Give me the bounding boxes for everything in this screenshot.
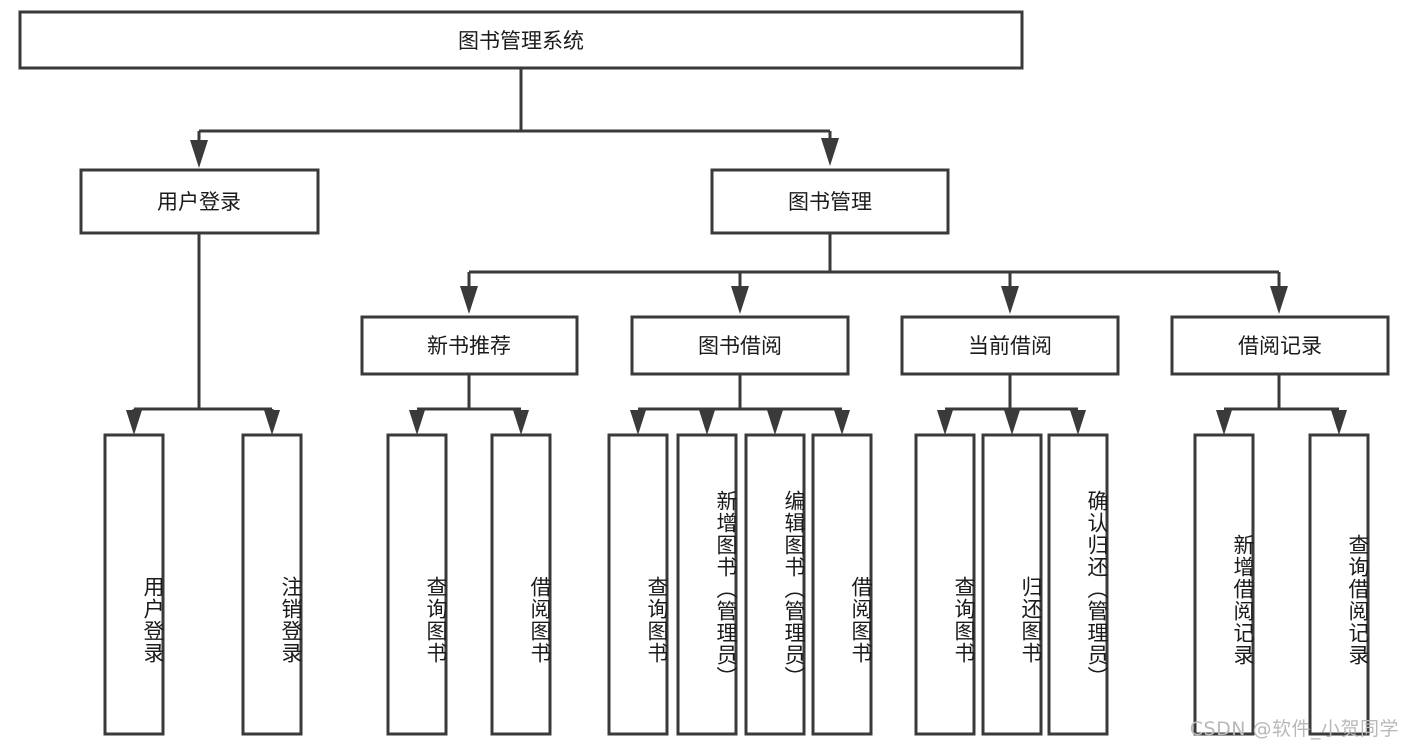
leaf-boxes-current-borrow bbox=[914, 433, 1109, 736]
leaf-box-return-book[interactable] bbox=[981, 433, 1043, 736]
leaf-box-user-login[interactable] bbox=[103, 433, 165, 736]
leaf-box-borrow-book-2[interactable] bbox=[811, 433, 873, 736]
leaf-box-add-book-admin[interactable] bbox=[676, 433, 738, 736]
connectors-bookborrow-to-leaves bbox=[630, 374, 850, 435]
leaf-box-add-borrow-record[interactable] bbox=[1193, 433, 1255, 736]
node-user-login[interactable]: 用户登录 bbox=[79, 168, 320, 235]
arrowhead-leaf-logout bbox=[264, 410, 280, 435]
leaf-boxes-book-borrow bbox=[607, 433, 873, 736]
node-book-borrow-label: 图书借阅 bbox=[698, 334, 782, 358]
arrowhead-currentborrow-leaf-1 bbox=[937, 410, 953, 435]
arrowhead-book-manage bbox=[821, 138, 839, 166]
node-book-management-label: 图书管理 bbox=[788, 190, 872, 214]
leaf-box-query-book-1[interactable] bbox=[386, 433, 448, 736]
node-borrow-record-label: 借阅记录 bbox=[1238, 334, 1322, 358]
leaf-box-query-book-3[interactable] bbox=[914, 433, 976, 736]
leaf-boxes-new-book-recommend bbox=[386, 433, 552, 736]
leaf-box-logout[interactable] bbox=[241, 433, 303, 736]
arrowhead-bookborrow-leaf-3 bbox=[767, 410, 783, 435]
node-current-borrow[interactable]: 当前借阅 bbox=[900, 315, 1120, 376]
node-root-label: 图书管理系统 bbox=[458, 29, 584, 53]
node-book-borrow[interactable]: 图书借阅 bbox=[630, 315, 850, 376]
arrowhead-user-login bbox=[190, 140, 208, 168]
leaf-box-borrow-book-1[interactable] bbox=[490, 433, 552, 736]
node-new-book-recommend-label: 新书推荐 bbox=[427, 334, 511, 358]
connectors-currentborrow-to-leaves bbox=[937, 374, 1086, 435]
arrowhead-borrowrecord-leaf-2 bbox=[1331, 410, 1347, 435]
node-new-book-recommend[interactable]: 新书推荐 bbox=[360, 315, 579, 376]
node-current-borrow-label: 当前借阅 bbox=[968, 334, 1052, 358]
arrowhead-bookborrow-leaf-2 bbox=[699, 410, 715, 435]
node-book-management-box[interactable] bbox=[710, 168, 950, 235]
node-user-login-label: 用户登录 bbox=[157, 190, 241, 214]
arrowhead-newbook-leaf-2 bbox=[513, 410, 529, 435]
connectors-borrowrecord-to-leaves bbox=[1216, 374, 1347, 435]
arrowhead-newbook-leaf-1 bbox=[409, 410, 425, 435]
csdn-watermark: CSDN @软件_小贺同学 bbox=[1189, 718, 1399, 740]
node-root-system[interactable]: 图书管理系统 bbox=[18, 10, 1024, 70]
leaf-box-query-borrow-record[interactable] bbox=[1308, 433, 1370, 736]
arrowhead-currentborrow-leaf-3 bbox=[1070, 410, 1086, 435]
arrowhead-bookborrow-leaf-1 bbox=[630, 410, 646, 435]
connectors-user-login-to-leaves bbox=[126, 233, 280, 435]
arrowhead-bookborrow-leaf-4 bbox=[834, 410, 850, 435]
leaf-box-confirm-return-admin[interactable] bbox=[1047, 433, 1109, 736]
arrowhead-bookborrow bbox=[731, 286, 749, 314]
node-book-management[interactable]: 图书管理 bbox=[710, 168, 950, 235]
leaf-boxes-user-login bbox=[103, 433, 303, 736]
node-new-book-recommend-box[interactable] bbox=[360, 315, 579, 376]
connectors-root-to-level2 bbox=[190, 68, 839, 168]
arrowhead-newbook bbox=[460, 286, 478, 314]
node-user-login-box[interactable] bbox=[79, 168, 320, 235]
arrowhead-leaf-user-login bbox=[126, 410, 142, 435]
arrowhead-borrowrecord-leaf-1 bbox=[1216, 410, 1232, 435]
node-current-borrow-box[interactable] bbox=[900, 315, 1120, 376]
node-root-box[interactable] bbox=[18, 10, 1024, 70]
leaf-box-edit-book-admin[interactable] bbox=[744, 433, 806, 736]
arrowhead-currentborrow bbox=[1001, 286, 1019, 314]
arrowhead-borrowrecord bbox=[1270, 286, 1288, 314]
leaf-box-query-book-2[interactable] bbox=[607, 433, 669, 736]
connectors-book-manage-to-level3 bbox=[460, 233, 1288, 314]
arrowhead-currentborrow-leaf-2 bbox=[1004, 410, 1020, 435]
leaf-boxes-borrow-record bbox=[1193, 433, 1370, 736]
node-borrow-record[interactable]: 借阅记录 bbox=[1170, 315, 1390, 376]
node-borrow-record-box[interactable] bbox=[1170, 315, 1390, 376]
connectors-newbook-to-leaves bbox=[409, 374, 529, 435]
node-book-borrow-box[interactable] bbox=[630, 315, 850, 376]
